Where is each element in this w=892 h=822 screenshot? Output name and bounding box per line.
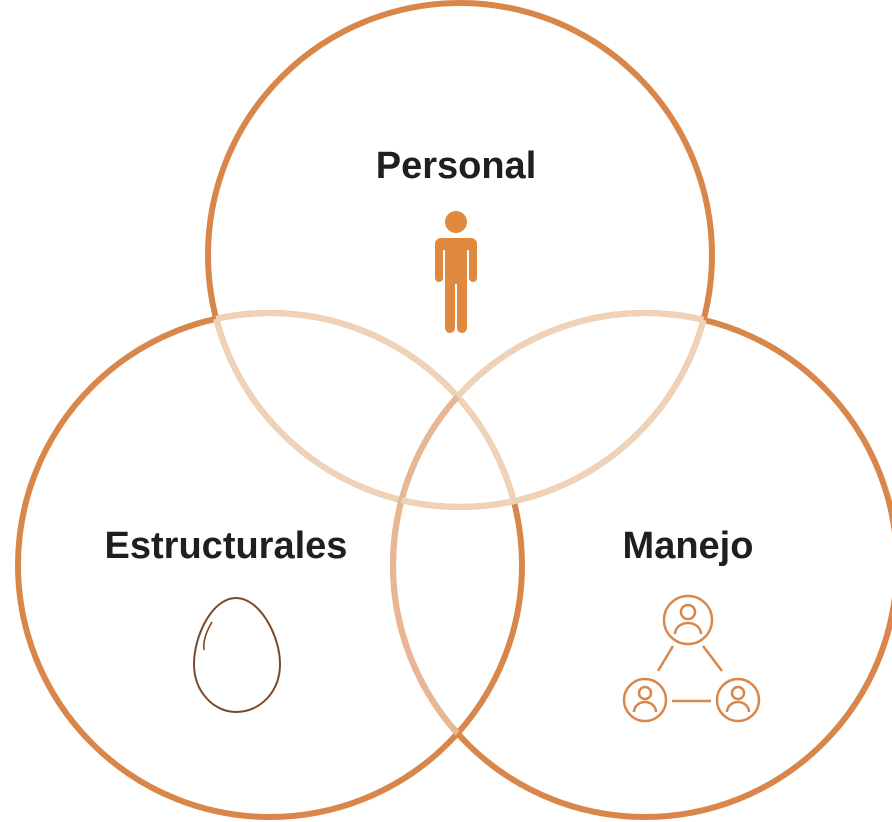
personal-label: Personal bbox=[376, 145, 537, 187]
people-network-icon bbox=[622, 594, 761, 723]
manejo-label: Manejo bbox=[623, 525, 754, 567]
estructurales-label: Estructurales bbox=[105, 525, 348, 567]
egg-icon bbox=[192, 596, 282, 714]
person-icon bbox=[435, 211, 477, 333]
